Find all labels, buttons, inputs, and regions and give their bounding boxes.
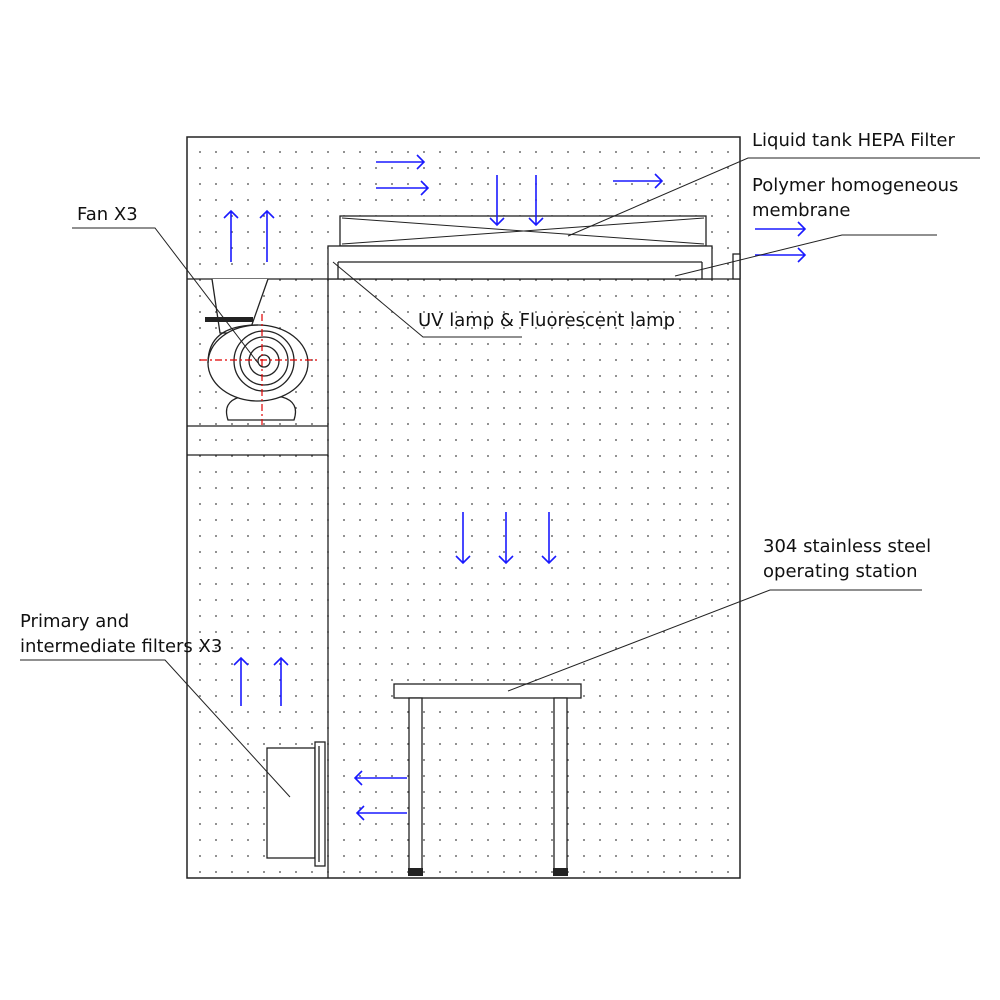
label-station-line1: 304 stainless steel [763,536,931,557]
label-filters-line1: Primary and [20,611,129,632]
arrow-icon [376,154,426,170]
arrow-icon [376,180,430,196]
arrow-icon [259,209,275,262]
arrow-icon [355,805,407,821]
arrow-icon [273,656,289,706]
label-filters-line2: intermediate filters X3 [20,636,222,657]
arrow-icon [613,173,664,189]
label-membrane-line2: membrane [752,200,850,221]
lamp-tray [327,245,741,280]
arrow-icon [528,175,544,227]
label-hepa: Liquid tank HEPA Filter [752,130,955,151]
label-fan: Fan X3 [77,204,138,225]
leader-lines [20,157,980,798]
airflow-arrows [223,154,807,821]
arrow-icon [541,512,557,565]
primary-filter [266,741,326,867]
arrow-icon [489,175,505,227]
label-uv: UV lamp & Fluorescent lamp [418,310,675,331]
arrow-icon [498,512,514,565]
arrow-icon [455,512,471,565]
arrow-icon [755,221,807,237]
arrow-icon [755,247,807,263]
arrow-icon [353,770,407,786]
arrow-icon [233,656,249,706]
label-membrane-line1: Polymer homogeneous [752,175,958,196]
label-station-line2: operating station [763,561,918,582]
arrow-icon [223,209,239,262]
labels: Liquid tank HEPA Filter Polymer homogene… [20,130,958,657]
operating-table [393,683,582,876]
hepa-filter [339,215,707,247]
